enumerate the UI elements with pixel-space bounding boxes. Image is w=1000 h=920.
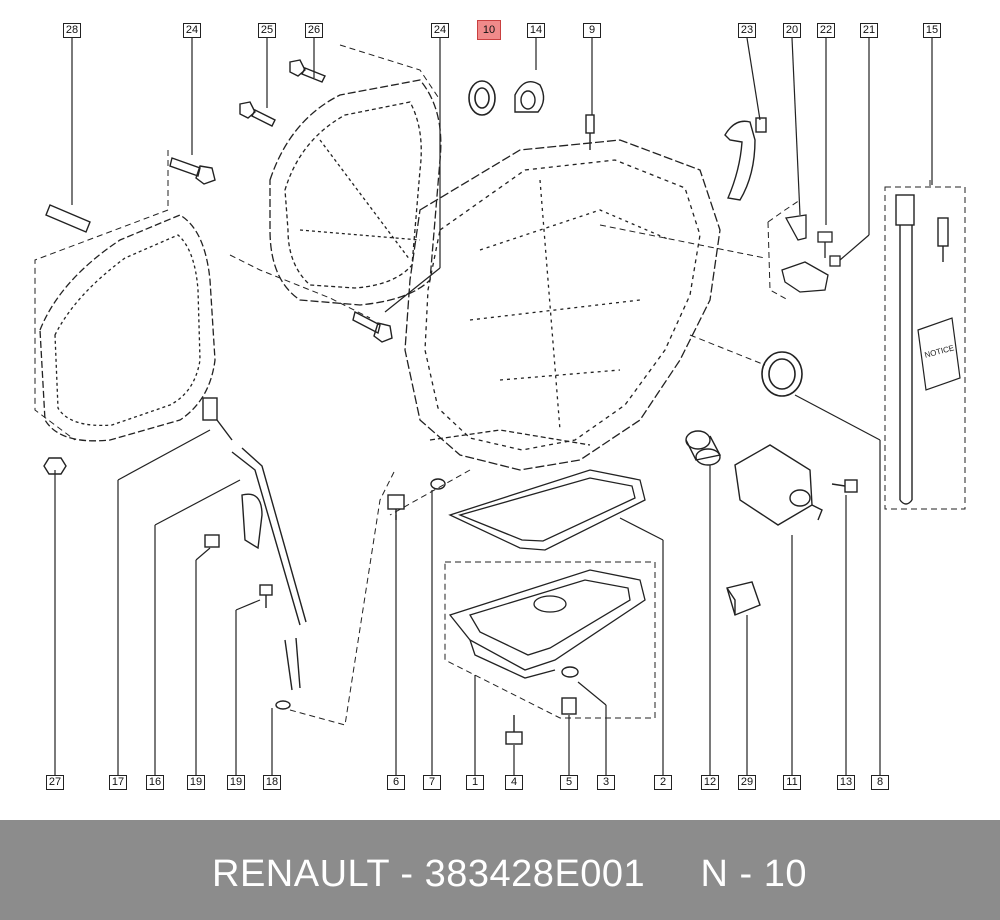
leader-8 <box>794 394 881 441</box>
callout-9[interactable]: 9 <box>583 23 601 38</box>
breather-hose-23 <box>724 117 767 201</box>
part-number: 383428E001 <box>424 853 646 895</box>
caption-gap <box>645 853 700 895</box>
brand-name: RENAULT <box>212 853 390 895</box>
filler-tube-16 <box>231 447 307 691</box>
part-caption: RENAULT - 383428E001 N - 10 <box>212 852 807 896</box>
bolt-13 <box>831 479 858 493</box>
leader-19a <box>195 547 211 561</box>
diagram-drawing: NOTICE <box>34 37 966 775</box>
manual-booklet-label: NOTICE <box>924 343 956 360</box>
leader-16 <box>154 479 241 526</box>
transmission-case <box>404 139 721 471</box>
bolt-26 <box>289 59 326 83</box>
seal-14 <box>514 81 545 113</box>
filter-11 <box>734 444 823 526</box>
bolt-25 <box>239 101 276 127</box>
seal-ring-10 <box>468 80 496 116</box>
bolt-24b <box>352 310 393 343</box>
callout-18[interactable]: 18 <box>263 775 281 790</box>
callout-15[interactable]: 15 <box>923 23 941 38</box>
callout-25[interactable]: 25 <box>258 23 276 38</box>
callout-24-top-center[interactable]: 24 <box>431 23 449 38</box>
callout-11[interactable]: 11 <box>783 775 801 790</box>
exploded-parts-diagram: NOTICE <box>34 20 966 790</box>
callout-26[interactable]: 26 <box>305 23 323 38</box>
callout-10-highlighted[interactable]: 10 <box>477 20 501 40</box>
washer-3 <box>561 666 579 678</box>
oil-pan-gasket <box>448 469 646 551</box>
callout-19-b[interactable]: 19 <box>227 775 245 790</box>
bolt-4 <box>505 715 523 745</box>
leader-3 <box>577 681 607 706</box>
callout-27[interactable]: 27 <box>46 775 64 790</box>
plug-12 <box>685 430 722 466</box>
oil-pan <box>448 569 646 679</box>
oil-pan-group-outline <box>444 561 656 719</box>
leader-23 <box>746 37 761 121</box>
callout-13[interactable]: 13 <box>837 775 855 790</box>
callout-17[interactable]: 17 <box>109 775 127 790</box>
bolt-19b <box>259 584 273 608</box>
caption-separator: - <box>389 853 425 895</box>
bolt-5 <box>561 697 577 715</box>
callout-14[interactable]: 14 <box>527 23 545 38</box>
ref-number: 10 <box>763 853 807 895</box>
dipstick-group-outline <box>884 186 966 510</box>
callout-2[interactable]: 2 <box>654 775 672 790</box>
callout-24-top-left[interactable]: 24 <box>183 23 201 38</box>
callout-1[interactable]: 1 <box>466 775 484 790</box>
callout-8[interactable]: 8 <box>871 775 889 790</box>
cap-17 <box>202 397 233 441</box>
callout-29[interactable]: 29 <box>738 775 756 790</box>
footer-bar <box>0 820 1000 920</box>
stud-28 <box>45 204 91 233</box>
dipstick-15 <box>895 194 949 505</box>
leader-19b <box>235 599 261 611</box>
callout-21[interactable]: 21 <box>860 23 878 38</box>
ref-prefix: N - <box>700 853 764 895</box>
callout-19-a[interactable]: 19 <box>187 775 205 790</box>
pad-29 <box>726 581 761 616</box>
callout-22[interactable]: 22 <box>817 23 835 38</box>
manual-booklet <box>917 317 961 391</box>
bolt-19a <box>204 534 220 548</box>
cover-group-outline <box>34 150 169 441</box>
callout-28[interactable]: 28 <box>63 23 81 38</box>
seal-ring-8 <box>761 351 803 397</box>
callout-7[interactable]: 7 <box>423 775 441 790</box>
bolt-22 <box>817 231 833 258</box>
callout-23[interactable]: 23 <box>738 23 756 38</box>
sensor-9 <box>585 114 595 150</box>
callout-6[interactable]: 6 <box>387 775 405 790</box>
washer-7 <box>430 478 446 490</box>
side-cover <box>39 214 216 442</box>
leader-2 <box>619 517 664 541</box>
converter-housing <box>269 79 442 306</box>
callout-20[interactable]: 20 <box>783 23 801 38</box>
bolt-24a <box>169 157 216 185</box>
o-ring-18 <box>275 700 291 710</box>
callout-4[interactable]: 4 <box>505 775 523 790</box>
callout-12[interactable]: 12 <box>701 775 719 790</box>
callout-3[interactable]: 3 <box>597 775 615 790</box>
callout-16[interactable]: 16 <box>146 775 164 790</box>
clip-21 <box>829 255 841 267</box>
leader-20 <box>791 37 801 216</box>
nut-27 <box>43 457 67 475</box>
callout-5[interactable]: 5 <box>560 775 578 790</box>
leader-17 <box>117 429 211 481</box>
drain-bolt-6 <box>387 494 405 520</box>
bracket-20 <box>781 214 829 293</box>
